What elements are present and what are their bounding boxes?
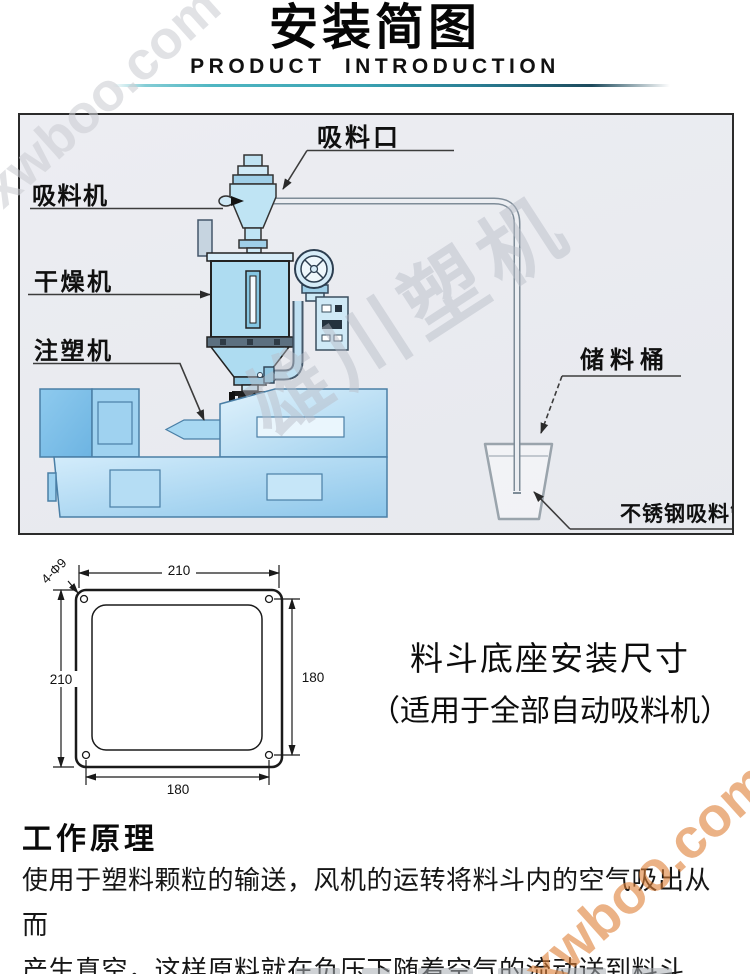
working-principle-paragraph: 使用于塑料颗粒的输送，风机的运转将料斗内的空气吸出从而 产生真空，这样原料就在负…	[22, 858, 736, 974]
dim-bottom-value: 180	[167, 782, 190, 797]
page-title: 安装简图	[268, 1, 481, 55]
label-dryer: 干燥机	[34, 269, 114, 296]
injection-molding-machine-illustration	[39, 388, 388, 518]
label-injection-molding-machine: 注塑机	[34, 337, 114, 365]
mounting-bracket-illustration	[197, 219, 213, 257]
suction-feeder-illustration	[218, 154, 277, 254]
dimension-lines	[53, 565, 300, 785]
control-box-illustration	[315, 296, 349, 351]
bolt-hole	[81, 750, 91, 760]
teal-divider-line	[112, 84, 670, 87]
base-plate-outline	[74, 588, 284, 769]
cut-mark	[295, 968, 340, 974]
mounting-dimension-drawing: 210 210 180 180 4-Φ9	[30, 548, 350, 806]
label-storage-barrel: 储料桶	[580, 346, 670, 374]
label-suction-feeder: 吸料机	[32, 183, 109, 210]
bolt-hole	[79, 594, 89, 604]
label-stainless-steel-suction-pipe: 不锈钢吸料管	[620, 502, 732, 526]
working-principle-line-1: 使用于塑料颗粒的输送，风机的运转将料斗内的空气吸出从而	[22, 865, 712, 940]
mounting-caption: 料斗底座安装尺寸 （适用于全部自动吸料机）	[350, 638, 750, 732]
working-principle-heading: 工作原理	[22, 823, 158, 856]
installation-diagram-panel: 吸料口 吸料机 干燥机 注塑机 储料桶 不锈钢吸料管	[18, 113, 734, 535]
installation-diagram: 吸料口 吸料机 干燥机 注塑机 储料桶 不锈钢吸料管	[28, 124, 732, 530]
cut-mark	[362, 968, 390, 974]
dim-top-value: 210	[168, 563, 191, 578]
caption-line-1: 料斗底座安装尺寸	[410, 640, 690, 677]
cut-mark	[632, 968, 672, 974]
caption-line-2: （适用于全部自动吸料机）	[370, 695, 730, 728]
label-suction-inlet: 吸料口	[317, 124, 401, 152]
blower-illustration	[257, 249, 334, 384]
bolt-hole	[264, 750, 274, 760]
dryer-illustration	[206, 252, 294, 404]
dim-right-value: 180	[302, 670, 325, 685]
cut-mark	[418, 968, 473, 974]
bolt-hole	[264, 594, 274, 604]
cut-mark	[498, 968, 532, 974]
flow-arrow-icon	[231, 196, 244, 206]
cut-mark	[556, 968, 606, 974]
suction-pipe-illustration	[226, 197, 521, 494]
leader-lines	[28, 149, 732, 530]
holes-label: 4-Φ9	[38, 555, 69, 586]
header: 安装简图 PRODUCT INTRODUCTION	[0, 0, 750, 79]
page-subtitle: PRODUCT INTRODUCTION	[190, 55, 560, 78]
dim-left-value: 210	[50, 672, 73, 687]
cut-off-next-section	[0, 964, 750, 974]
